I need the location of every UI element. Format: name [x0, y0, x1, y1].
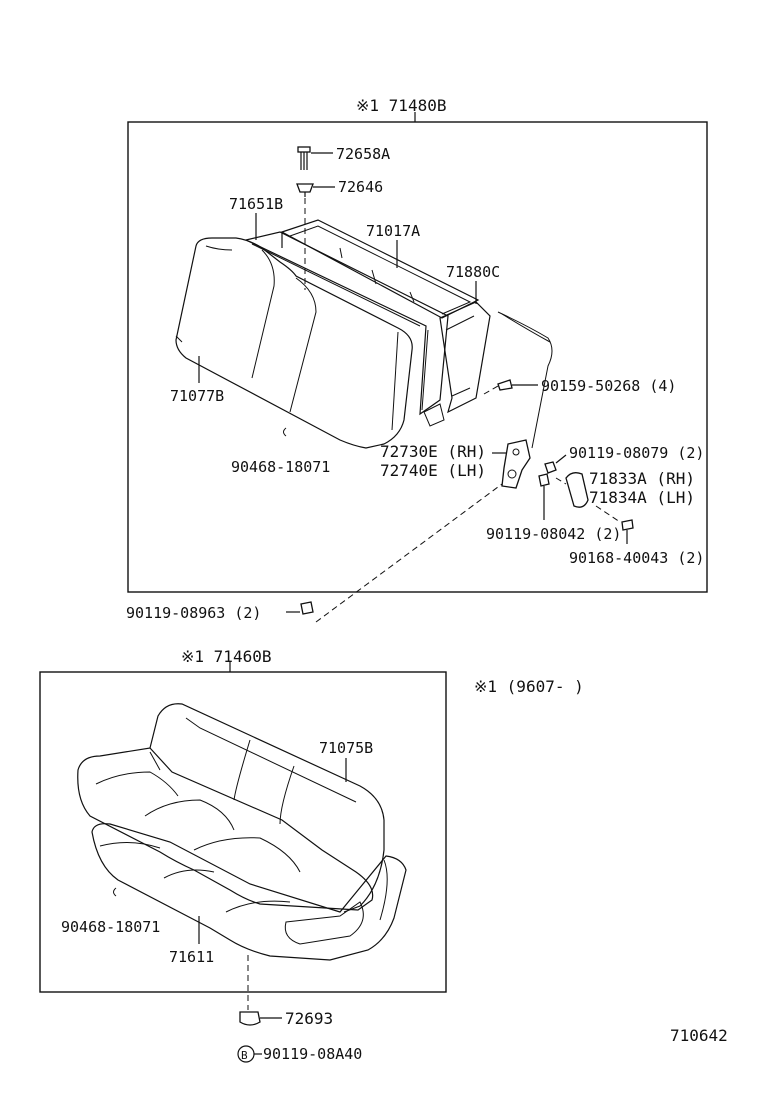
label-71833A: 71833A (RH) — [589, 469, 695, 488]
label-90119-08A40: 90119-08A40 — [263, 1045, 362, 1063]
label-71077B: 71077B — [170, 387, 224, 405]
seat-back-drawing — [175, 219, 491, 449]
footnote-text: ※1 (9607- ) — [474, 677, 584, 696]
lower-assembly-title: ※1 71460B — [181, 647, 271, 666]
bolt-72658A-icon — [297, 146, 311, 170]
upper-assembly-title: ※1 71480B — [356, 96, 446, 115]
label-90159: 90159-50268 (4) — [541, 377, 676, 395]
label-90468-lower: 90468-18071 — [61, 918, 160, 936]
seat-cushion-drawing — [77, 703, 407, 961]
upper-assembly-frame — [127, 121, 708, 593]
screw-90168-icon — [621, 519, 634, 531]
label-90119-08079: 90119-08079 (2) — [569, 444, 704, 462]
label-90168: 90168-40043 (2) — [569, 549, 704, 567]
label-90468-upper: 90468-18071 — [231, 458, 330, 476]
clip-72646-icon — [296, 183, 314, 197]
label-72693: 72693 — [285, 1009, 333, 1028]
label-72740E: 72740E (LH) — [380, 461, 486, 480]
bolt-90119-08042-icon — [538, 473, 550, 487]
label-72658A: 72658A — [336, 145, 390, 163]
clip-90468-lower-icon — [113, 887, 117, 897]
label-90119-08963: 90119-08963 (2) — [126, 604, 261, 622]
label-90119-08042: 90119-08042 (2) — [486, 525, 621, 543]
circle-b-letter: B — [241, 1049, 248, 1062]
label-71075B: 71075B — [319, 739, 373, 757]
hook-72693-icon — [239, 1011, 261, 1026]
label-71017A: 71017A — [366, 222, 420, 240]
label-71611: 71611 — [169, 948, 214, 966]
label-71880C: 71880C — [446, 263, 500, 281]
screw-90159-icon — [497, 379, 513, 391]
label-71834A: 71834A (LH) — [589, 488, 695, 507]
hinge-72730E-icon — [501, 439, 531, 489]
clip-90468-upper-icon — [283, 427, 287, 437]
label-72730E: 72730E (RH) — [380, 442, 486, 461]
release-cable-icon — [497, 311, 553, 449]
label-72646: 72646 — [338, 178, 383, 196]
bolt-90119-08079-icon — [544, 461, 557, 474]
bolt-90119-08963-icon — [300, 601, 314, 615]
hinge-cover-71833A-icon — [565, 472, 589, 508]
diagram-id: 710642 — [670, 1026, 728, 1045]
label-71651B: 71651B — [229, 195, 283, 213]
lower-assembly-frame — [39, 671, 447, 993]
